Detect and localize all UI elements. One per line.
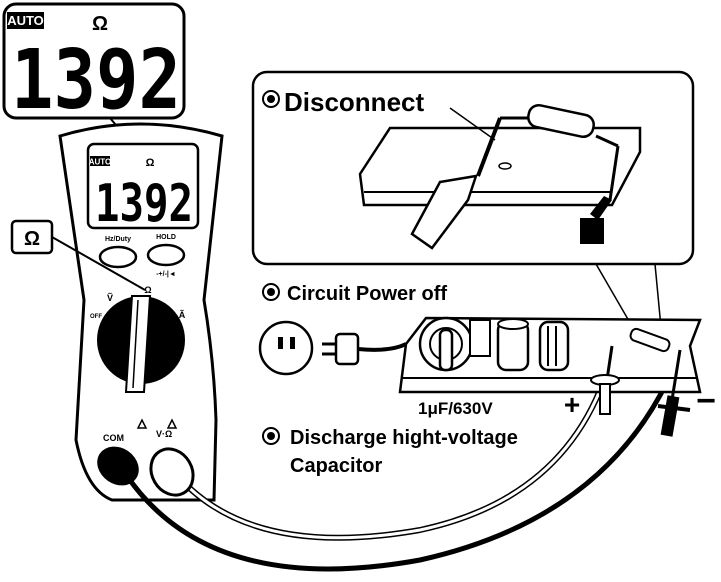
plus-sign: + [564, 389, 580, 420]
hz-duty-label: Hz/Duty [105, 236, 131, 243]
hold-label: HOLD [156, 234, 176, 241]
zoom-auto-badge: AUTO [7, 13, 44, 28]
capacitor [418, 316, 474, 372]
ohm-callout-symbol: Ω [24, 228, 40, 250]
meter-auto-badge: AUTO [89, 158, 112, 167]
zoom-reading: 1392 [11, 33, 181, 128]
multimeter: AUTO Ω 1392 Hz/Duty HOLD -+/-|◄ Ṽ Ω Ã OF… [58, 122, 224, 502]
warning-triangle-icon [166, 418, 178, 429]
hold-sub-label: -+/-|◄ [156, 271, 176, 278]
dial-mark-off: OFF [90, 314, 102, 320]
vohm-label: V·Ω [156, 429, 172, 439]
discharge-label-line1: Discharge hight-voltage [290, 427, 518, 449]
discharge-label-line2: Capacitor [290, 455, 382, 477]
black-probe-tip [657, 349, 691, 437]
red-probe-tip [590, 345, 620, 415]
red-probe-plug [149, 447, 195, 497]
zoom-ohm-symbol: Ω [92, 13, 108, 35]
capacitor-label: 1μF/630V [418, 399, 493, 418]
black-probe-plug [97, 446, 139, 486]
dial-mark-vac: Ṽ [107, 293, 113, 303]
clip-terminal [580, 218, 604, 244]
hz-duty-button[interactable] [98, 245, 138, 269]
wall-outlet [258, 320, 314, 376]
power-plug [322, 332, 407, 366]
rotary-dial[interactable] [97, 295, 185, 393]
test-leads [97, 378, 671, 572]
cylinder-component [496, 318, 530, 372]
disconnect-panel: Disconnect [251, 70, 695, 266]
circuit-board [398, 316, 702, 437]
power-off-label: Circuit Power off [287, 283, 447, 305]
com-label: COM [103, 433, 124, 443]
meter-ohm-symbol: Ω [146, 157, 155, 169]
cylinder-component [538, 320, 570, 372]
hold-button[interactable] [146, 243, 186, 267]
dial-mark-aac: Ã [179, 310, 186, 320]
minus-sign: − [696, 382, 716, 420]
disconnect-label: Disconnect [284, 87, 424, 117]
resistor [527, 103, 595, 139]
soldering-iron [410, 174, 478, 250]
meter-reading: 1392 [95, 174, 193, 234]
dial-mark-ohm: Ω [144, 285, 151, 295]
warning-triangle-icon [136, 418, 148, 429]
ohm-callout: Ω [10, 219, 146, 291]
zoom-display: AUTO Ω 1392 [2, 2, 186, 128]
